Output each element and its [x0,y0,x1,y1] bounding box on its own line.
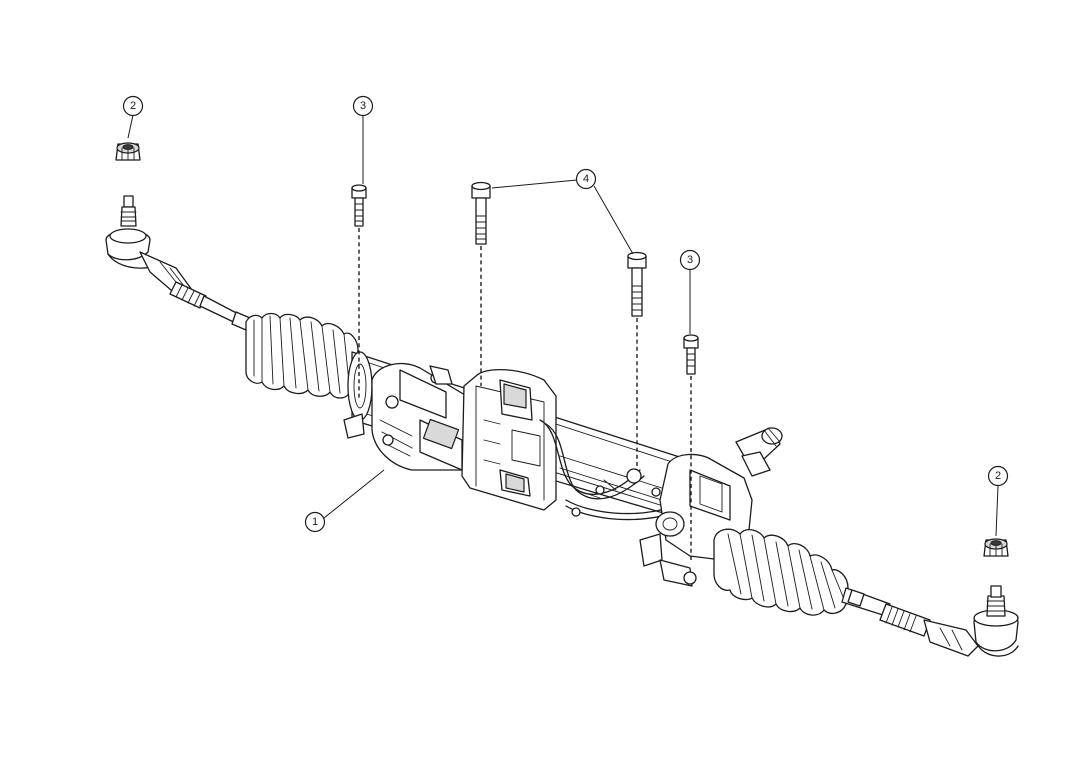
bolt-right [683,334,699,375]
left-bellows-boot [245,312,359,399]
right-bellows-boot [713,528,849,616]
bolt-left [351,184,367,227]
callout-3-right: 3 [679,249,701,271]
callout-4-label: 4 [583,173,589,185]
callout-3-left: 3 [352,95,374,117]
bolt-center-left [471,181,491,245]
callout-1-label: 1 [312,516,318,528]
left-tie-rod-end [105,195,251,331]
callout-1: 1 [304,511,326,533]
callout-leaders [127,114,999,537]
nut-left [115,142,141,161]
callout-2-right: 2 [987,465,1009,487]
callout-2-left: 2 [122,95,144,117]
callout-2-right-label: 2 [995,470,1001,482]
steering-gear-housing [343,351,783,587]
bolt-center-right [627,251,647,317]
installation-lines [358,228,692,560]
callout-3-right-label: 3 [687,254,693,266]
nut-right [983,538,1009,557]
right-tie-rod-end [841,585,1019,657]
callout-4: 4 [575,168,597,190]
callout-2-left-label: 2 [130,100,136,112]
callout-3-left-label: 3 [360,100,366,112]
